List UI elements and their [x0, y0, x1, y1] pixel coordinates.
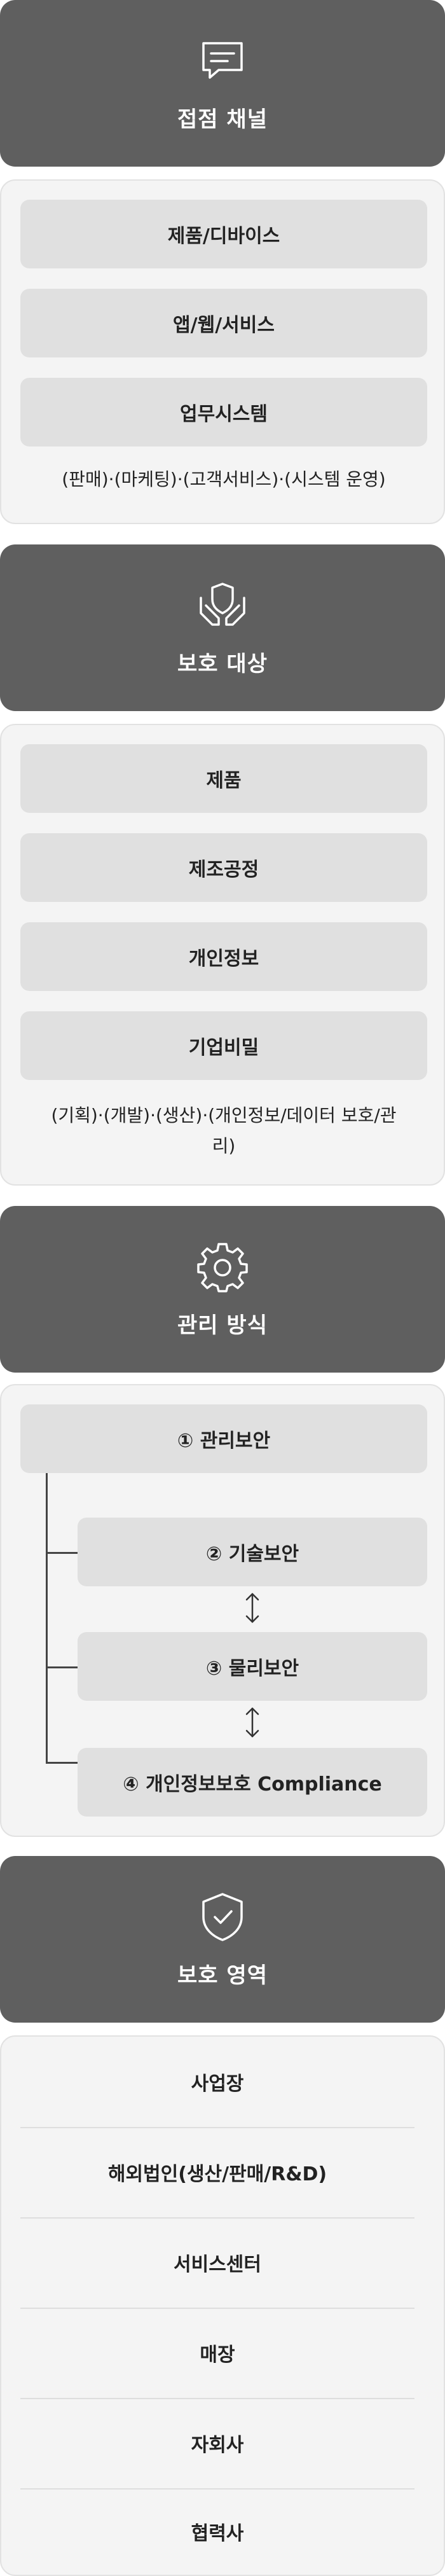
- area-item-service-center: 서비스센터: [174, 2254, 261, 2276]
- channels-header: 접점 채널: [0, 0, 445, 167]
- area-item-overseas: 해외법인(생산/판매/R&D): [107, 2163, 327, 2185]
- tree-branch-1: [46, 1552, 78, 1554]
- tree-branch-2: [46, 1666, 78, 1668]
- area-item-subsidiary: 자회사: [191, 2434, 244, 2456]
- targets-note: (기획)·(개발)·(생산)·(개인정보/데이터 보호/관 리): [20, 1100, 427, 1161]
- target-item-manufacturing: 제조공정: [20, 833, 427, 902]
- targets-note-line1: (기획)·(개발)·(생산)·(개인정보/데이터 보호/관: [51, 1105, 397, 1126]
- management-title: 관리 방식: [177, 1312, 268, 1338]
- channel-item-app-web: 앱/웹/서비스: [20, 289, 427, 357]
- list-divider: [20, 2127, 414, 2128]
- channel-item-business-system: 업무시스템: [20, 378, 427, 447]
- list-divider: [20, 2398, 414, 2399]
- tree-vertical-line: [46, 1473, 48, 1763]
- gear-icon: [196, 1240, 249, 1294]
- targets-panel: 제품 제조공정 개인정보 기업비밀 (기획)·(개발)·(생산)·(개인정보/데…: [0, 724, 445, 1186]
- area-item-partner: 협력사: [191, 2523, 244, 2545]
- areas-panel: 사업장 해외법인(생산/판매/R&D) 서비스센터 매장 자회사 협력사: [0, 2035, 445, 2576]
- hands-shield-icon: [196, 579, 249, 632]
- channels-title: 접점 채널: [177, 106, 268, 132]
- area-item-store: 매장: [200, 2344, 235, 2366]
- channels-note: (판매)·(마케팅)·(고객서비스)·(시스템 운영): [62, 469, 386, 490]
- list-divider: [20, 2217, 414, 2219]
- target-item-trade-secret: 기업비밀: [20, 1011, 427, 1080]
- targets-note-line2: 리): [212, 1135, 236, 1156]
- areas-header: 보호 영역: [0, 1856, 445, 2023]
- targets-header: 보호 대상: [0, 544, 445, 711]
- tree-branch-3: [46, 1762, 78, 1764]
- list-divider: [20, 2488, 414, 2489]
- management-root-admin-security: ① 관리보안: [20, 1404, 427, 1473]
- shield-check-icon: [196, 1890, 249, 1944]
- chat-message-icon: [196, 34, 249, 88]
- area-item-workplace: 사업장: [191, 2073, 244, 2095]
- target-item-personal-info: 개인정보: [20, 922, 427, 991]
- targets-title: 보호 대상: [177, 651, 268, 677]
- management-child-physical-security: ③ 물리보안: [78, 1632, 427, 1701]
- updown-arrow-icon: [236, 1589, 268, 1627]
- management-child-tech-security: ② 기술보안: [78, 1518, 427, 1586]
- management-header: 관리 방식: [0, 1206, 445, 1373]
- list-divider: [20, 2308, 414, 2309]
- target-item-product: 제품: [20, 744, 427, 813]
- channels-panel: 제품/디바이스 앱/웹/서비스 업무시스템 (판매)·(마케팅)·(고객서비스)…: [0, 179, 445, 524]
- management-panel: ① 관리보안 ② 기술보안 ③ 물리보안 ④ 개인정보보호 Compliance: [0, 1384, 445, 1837]
- areas-title: 보호 영역: [177, 1962, 268, 1988]
- management-child-privacy-compliance: ④ 개인정보보호 Compliance: [78, 1748, 427, 1817]
- updown-arrow-icon: [236, 1703, 268, 1742]
- channel-item-device: 제품/디바이스: [20, 200, 427, 268]
